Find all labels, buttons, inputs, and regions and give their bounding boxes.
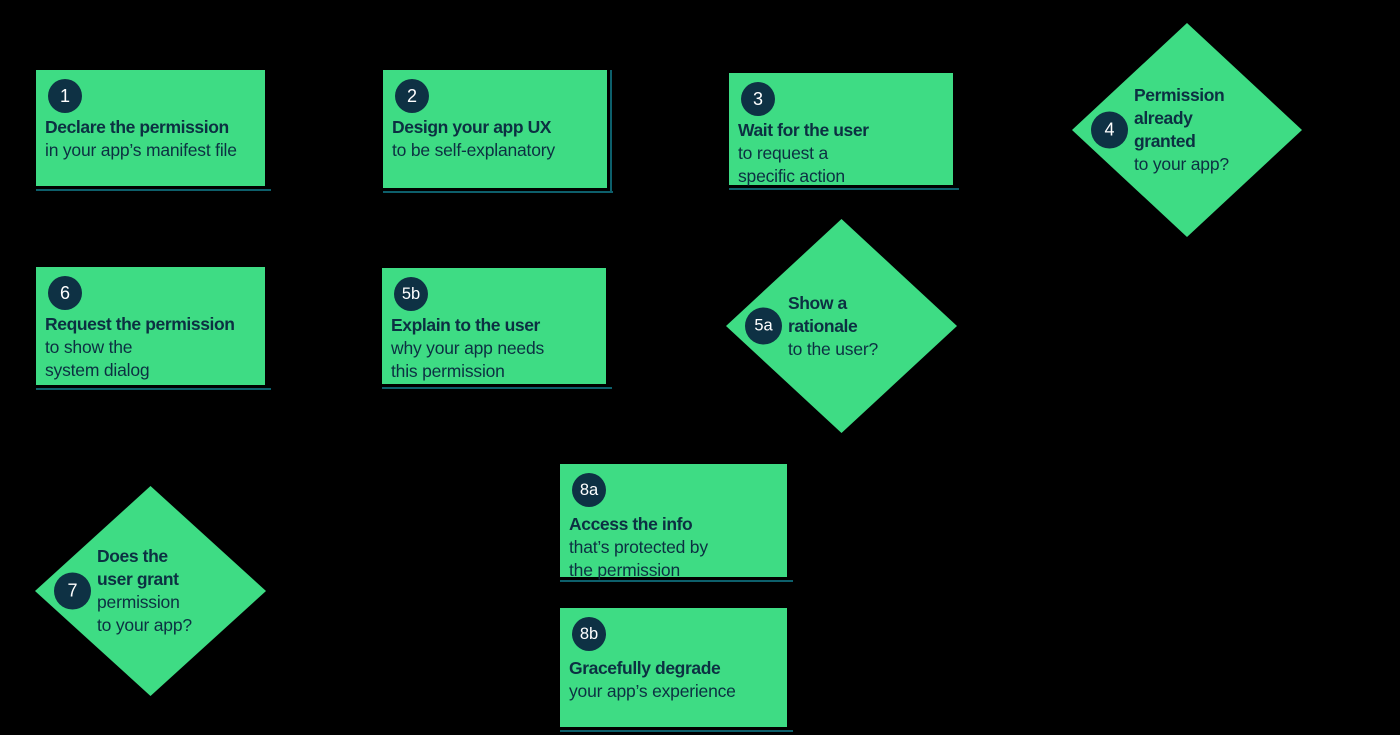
step-text-line: to request a: [738, 143, 829, 163]
step-5b-number-badge: 5b: [394, 277, 428, 311]
step-3-text: Wait for the user to request a specific …: [738, 119, 869, 188]
step-text-line: Show a: [788, 292, 847, 313]
step-8b-text: Gracefully degrade your app’s experience: [569, 657, 736, 703]
step-text-line: Gracefully degrade: [569, 658, 721, 678]
step-7-user-grant-diamond: 7 Does the user grant permission to your…: [35, 486, 266, 696]
step-8a-access-info-box: 8a Access the info that’s protected by t…: [560, 464, 793, 582]
step-text-line: the permission: [569, 560, 681, 580]
step-text-line: Declare the permission: [45, 117, 229, 137]
step-5b-explain-to-user-box: 5b Explain to the user why your app need…: [382, 268, 612, 389]
step-5b-text: Explain to the user why your app needs t…: [391, 314, 544, 383]
step-3-number-badge: 3: [741, 82, 775, 116]
step-5a-number-badge: 5a: [745, 307, 782, 345]
step-text-line: Permission: [1134, 85, 1225, 105]
step-text-line: to show the: [45, 337, 133, 357]
step-1-declare-permission-box: 1 Declare the permission in your app’s m…: [36, 70, 271, 191]
step-7-number-badge: 7: [54, 572, 91, 610]
step-8b-number-badge: 8b: [572, 617, 606, 651]
step-1-number-badge: 1: [48, 79, 82, 113]
step-text-line: already: [1134, 108, 1193, 128]
step-text-line: that’s protected by: [569, 537, 708, 557]
step-text-line: Explain to the user: [391, 315, 540, 335]
step-text-line: to the user?: [788, 338, 879, 359]
step-text-line: why your app needs: [391, 338, 545, 358]
step-8b-gracefully-degrade-box: 8b Gracefully degrade your app’s experie…: [560, 608, 793, 732]
step-text-line: rationale: [788, 315, 858, 336]
step-text-line: permission: [97, 592, 180, 612]
step-3-wait-for-user-box: 3 Wait for the user to request a specifi…: [729, 73, 959, 190]
step-text-line: specific action: [738, 166, 845, 186]
step-6-text: Request the permission to show the syste…: [45, 313, 235, 382]
step-6-request-permission-box: 6 Request the permission to show the sys…: [36, 267, 271, 390]
step-text-line: granted: [1134, 131, 1196, 151]
step-8a-number-badge: 8a: [572, 473, 606, 507]
step-text-line: Request the permission: [45, 314, 235, 334]
step-4-permission-granted-diamond: 4 Permission already granted to your app…: [1072, 23, 1302, 237]
step-text-line: user grant: [97, 569, 179, 589]
step-8a-text: Access the info that’s protected by the …: [569, 513, 708, 582]
step-2-text: Design your app UX to be self-explanator…: [392, 116, 555, 162]
step-5a-show-rationale-diamond: 5a Show a rationale to the user?: [726, 219, 957, 433]
step-text-line: system dialog: [45, 360, 150, 380]
step-1-text: Declare the permission in your app’s man…: [45, 116, 237, 162]
step-text-line: in your app’s manifest file: [45, 140, 237, 160]
step-text-line: to your app?: [1134, 154, 1229, 174]
step-text-line: to be self-explanatory: [392, 140, 555, 160]
step-4-number-badge: 4: [1091, 111, 1128, 149]
step-text-line: Wait for the user: [738, 120, 869, 140]
step-2-design-ux-box: 2 Design your app UX to be self-explanat…: [383, 70, 613, 193]
step-text-line: Does the: [97, 546, 168, 566]
step-6-number-badge: 6: [48, 276, 82, 310]
step-text-line: Access the info: [569, 514, 693, 534]
step-text-line: Design your app UX: [392, 117, 552, 137]
step-text-line: your app’s experience: [569, 681, 736, 701]
step-text-line: to your app?: [97, 615, 192, 635]
step-2-number-badge: 2: [395, 79, 429, 113]
step-text-line: this permission: [391, 361, 505, 381]
